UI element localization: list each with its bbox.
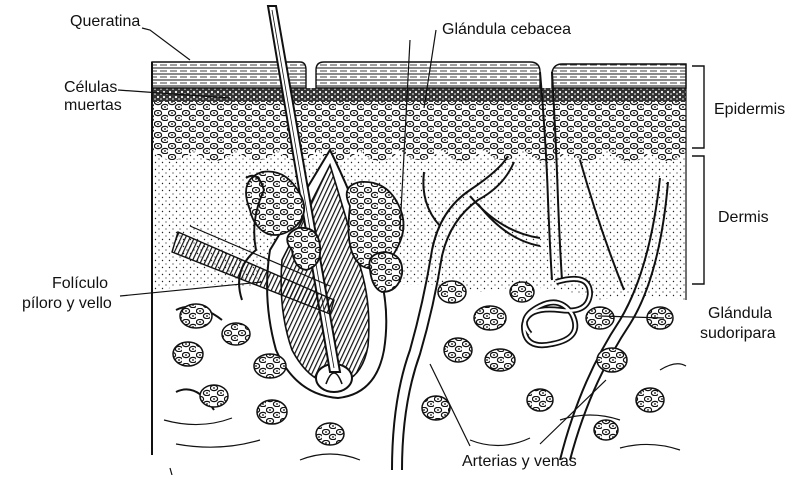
label-glandula-sudoripara-line2: sudoripara: [700, 325, 776, 342]
dermis-layer: [152, 150, 686, 300]
label-foliculo-line2: píloro y vello: [22, 295, 112, 312]
label-celulas-line1: Células: [64, 79, 117, 96]
label-celulas-line2: muertas: [64, 97, 122, 114]
keratin-segment-right: [552, 64, 686, 88]
label-arterias-y-venas: Arterias y venas: [462, 453, 577, 470]
label-glandula-sudoripara-line1: Glándula: [708, 305, 772, 322]
dead-cells-band: [152, 88, 686, 102]
label-dermis: Dermis: [718, 209, 769, 226]
dermis-bracket: [692, 156, 704, 284]
label-queratina: Queratina: [70, 13, 140, 30]
label-glandula-cebacea: Glándula cebacea: [442, 21, 571, 38]
label-foliculo-line1: Folículo: [52, 275, 108, 292]
label-epidermis: Epidermis: [714, 101, 785, 118]
epidermis-bracket: [692, 66, 704, 148]
